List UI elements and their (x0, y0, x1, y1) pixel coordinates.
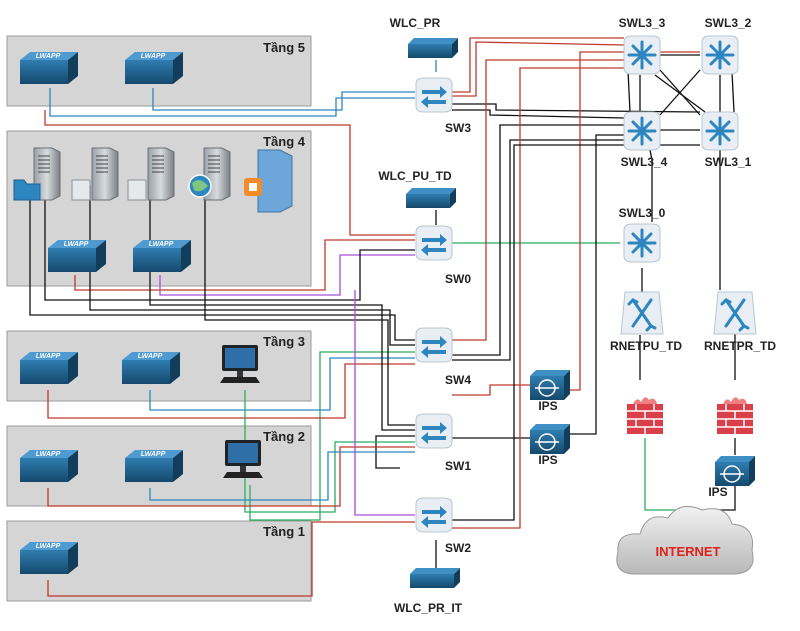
swl3-2-switch-icon[interactable] (700, 34, 740, 76)
servers (13, 147, 293, 213)
floor-4-label: Tầng 4 (263, 134, 306, 149)
access-point-icon[interactable]: LWAPP (122, 352, 180, 384)
directory-server-2-icon[interactable] (147, 147, 175, 201)
sw0-label: SW0 (445, 272, 471, 286)
ap-label: LWAPP (36, 353, 61, 360)
swl3-2-label: SWL3_2 (705, 16, 752, 30)
firewall-pr-icon[interactable] (716, 396, 754, 435)
floor-1-label: Tầng 1 (263, 524, 305, 539)
floor-3-label: Tầng 3 (263, 334, 305, 349)
globe-land-icon (192, 180, 208, 192)
access-point-icon[interactable]: LWAPP (125, 450, 183, 482)
vm-server-icon[interactable] (244, 149, 293, 213)
rnetpr-td-router-icon[interactable] (712, 290, 758, 336)
access-point-icon[interactable]: LWAPP (20, 450, 78, 482)
swl3-1-label: SWL3_1 (705, 155, 752, 169)
rnetpu-td-router-icon[interactable] (619, 290, 665, 336)
sw2-switch-icon[interactable] (415, 497, 453, 533)
floor-panels (6, 35, 312, 602)
core-mesh-links (627, 54, 736, 380)
ips-a-label: IPS (538, 399, 557, 413)
ips-a-device-icon[interactable] (529, 369, 571, 401)
ap-label: LWAPP (36, 53, 61, 60)
wlc-pr-it-label: WLC_PR_IT (394, 601, 463, 615)
ap-label: LWAPP (149, 241, 174, 248)
wlc-pr-device[interactable] (408, 38, 458, 58)
access-points: LWAPP LWAPP LWAPP LWAPP LWAPP (20, 52, 191, 574)
ap-label: LWAPP (64, 241, 89, 248)
access-point-icon[interactable]: LWAPP (125, 52, 183, 84)
ips-c-label: IPS (708, 485, 727, 499)
ap-label: LWAPP (141, 53, 166, 60)
sw4-switch-icon[interactable] (415, 327, 453, 363)
swl3-0-switch-icon[interactable] (622, 222, 662, 264)
sw4-label: SW4 (445, 373, 471, 387)
ap-label: LWAPP (138, 353, 163, 360)
sw1-label: SW1 (445, 459, 471, 473)
wlc-pr-it-device[interactable] (410, 568, 460, 588)
access-point-icon[interactable]: LWAPP (20, 52, 78, 84)
folder-icon (13, 179, 41, 201)
internet-label: INTERNET (656, 544, 721, 559)
access-point-icon[interactable]: LWAPP (20, 542, 78, 574)
sw2-label: SW2 (445, 541, 471, 555)
access-point-icon[interactable]: LWAPP (20, 352, 78, 384)
ips-c-device-icon[interactable] (714, 455, 756, 487)
contact-card-icon (71, 179, 91, 201)
ap-label: LWAPP (36, 543, 61, 550)
workstation-pc-icon[interactable] (220, 345, 260, 383)
swl3-4-switch-icon[interactable] (622, 110, 662, 152)
workstation-pc-icon[interactable] (223, 440, 263, 478)
swl3-3-switch-icon[interactable] (622, 34, 662, 76)
firewall-pu-icon[interactable] (626, 396, 664, 435)
ips-b-device-icon[interactable] (529, 423, 571, 455)
access-point-icon[interactable]: LWAPP (48, 240, 106, 272)
floor-5-label: Tầng 5 (263, 40, 305, 55)
sw0-switch-icon[interactable] (415, 225, 453, 261)
ap-label: LWAPP (36, 451, 61, 458)
swl3-4-label: SWL3_4 (621, 155, 668, 169)
access-point-icon[interactable]: LWAPP (133, 240, 191, 272)
wlc-pu-td-device[interactable] (406, 188, 456, 208)
internet-cloud-icon[interactable] (616, 505, 754, 575)
wlc-pr-label: WLC_PR (390, 16, 441, 30)
contact-card-icon (127, 179, 147, 201)
ap-label: LWAPP (141, 451, 166, 458)
ips-b-label: IPS (538, 453, 557, 467)
swl3-1-switch-icon[interactable] (700, 110, 740, 152)
sw3-label: SW3 (445, 121, 471, 135)
sw3-switch-icon[interactable] (415, 77, 453, 113)
wlc-pu-td-label: WLC_PU_TD (378, 169, 452, 183)
rnetpu-td-label: RNETPU_TD (610, 339, 682, 353)
sw1-switch-icon[interactable] (415, 413, 453, 449)
swl3-3-label: SWL3_3 (619, 16, 666, 30)
rnetpr-td-label: RNETPR_TD (704, 339, 776, 353)
directory-server-icon[interactable] (91, 147, 119, 201)
swl3-0-label: SWL3_0 (619, 206, 666, 220)
floor-2-label: Tầng 2 (263, 429, 305, 444)
